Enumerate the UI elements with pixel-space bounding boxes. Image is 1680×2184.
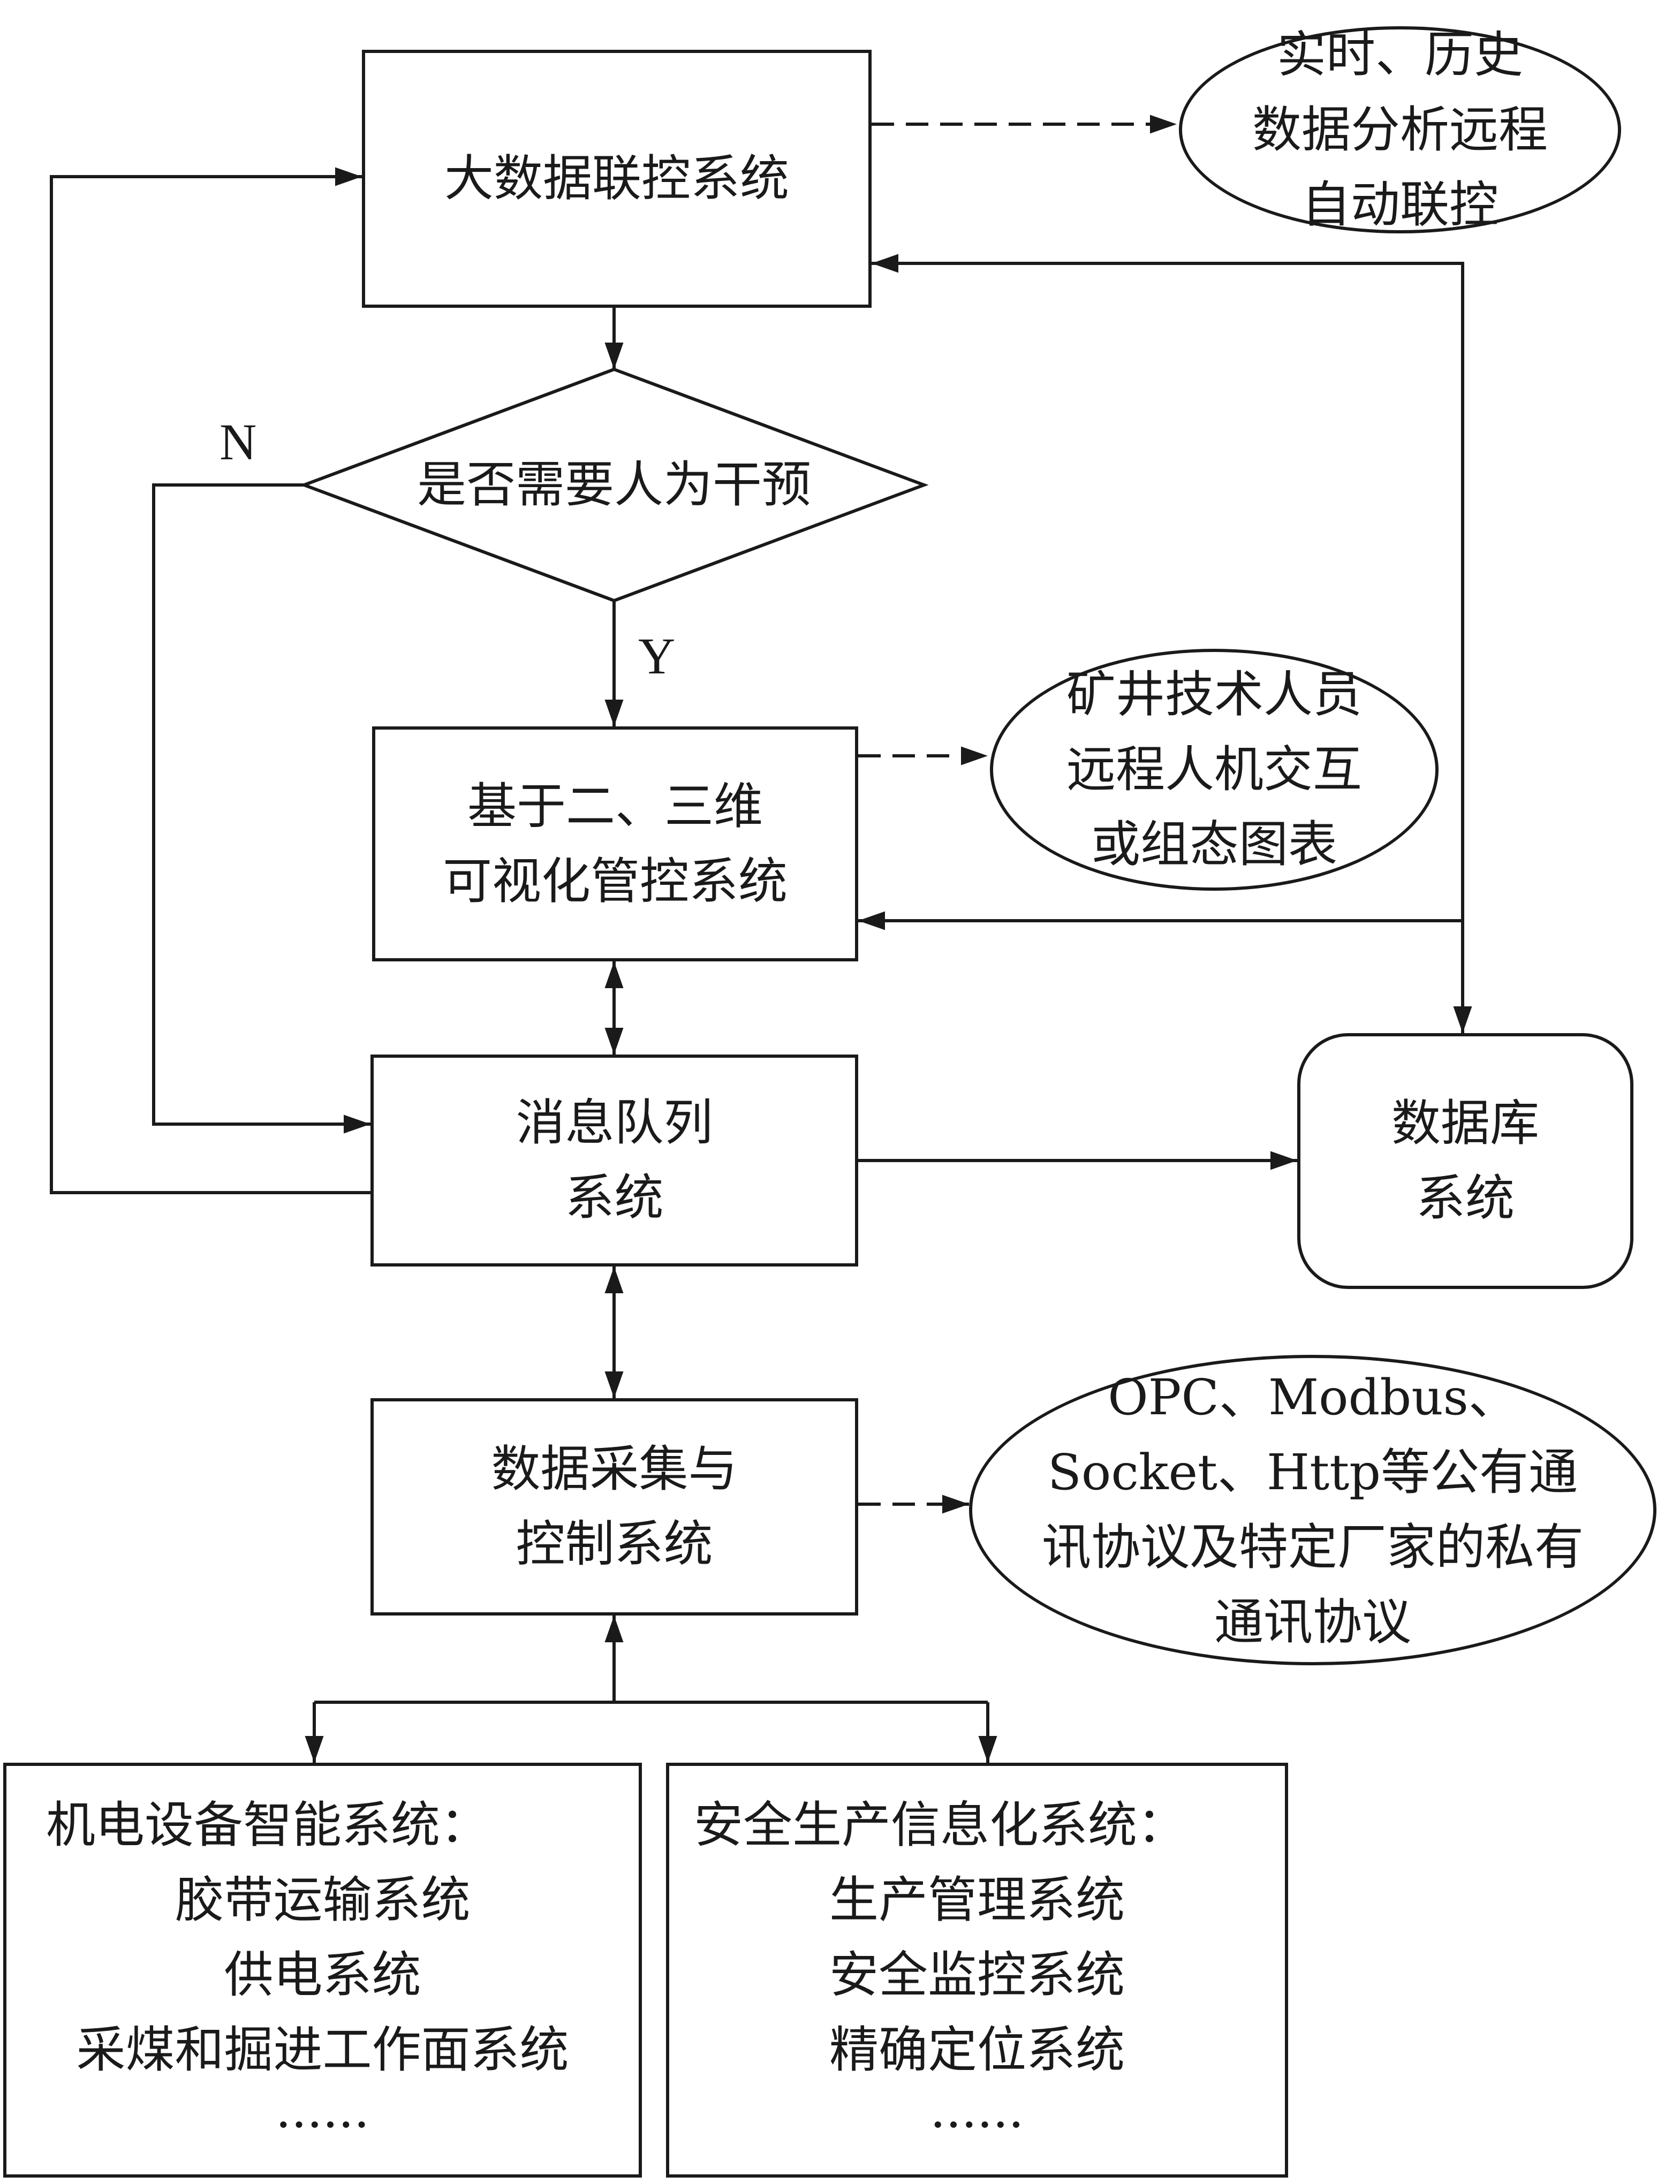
acq-line-1: 数据采集与 [491, 1440, 738, 1498]
safety-item-3: 精确定位系统 [829, 2021, 1125, 2079]
big-data-line-1: 大数据联控系统 [444, 150, 789, 207]
mech-electrical-system-box [3, 1763, 642, 2178]
tech-line-1: 矿井技术人员 [1066, 666, 1362, 723]
label-yes: Y [638, 627, 676, 685]
visual-line-1: 基于二、三维 [467, 777, 763, 835]
decision-text: 是否需要人为干预 [304, 448, 924, 522]
protocols-line-3: 讯协议及特定厂家的私有 [1041, 1519, 1584, 1576]
database-system-text: 数据库 系统 [1297, 1033, 1633, 1289]
protocols-line-2: Socket、Http等公有通 [1047, 1444, 1578, 1501]
protocols-text: OPC、Modbus、 Socket、Http等公有通 讯协议及特定厂家的私有 … [969, 1355, 1656, 1665]
arrow-database-feedback-to-bigdata [872, 254, 1464, 1033]
mech-item-1: 胶带运输系统 [175, 1871, 471, 1929]
arrow-decision-no [152, 483, 370, 1134]
mech-electrical-system-text: 机电设备智能系统： [3, 1788, 642, 1863]
decision-line-1: 是否需要人为干预 [417, 456, 811, 513]
message-queue-system-box [370, 1055, 858, 1267]
mech-title: 机电设备智能系统： [46, 1796, 490, 1854]
analysis-line-2: 数据分析远程 [1252, 101, 1548, 158]
tech-line-3: 或组态图表 [1091, 816, 1337, 873]
database-system-box [1297, 1033, 1633, 1289]
protocols-line-1: OPC、Modbus、 [1108, 1369, 1518, 1426]
safety-info-system-box [666, 1763, 1288, 2178]
analysis-ellipse [1179, 26, 1621, 233]
safety-title: 安全生产信息化系统： [694, 1796, 1187, 1854]
message-queue-system-text: 消息队列 系统 [370, 1055, 858, 1267]
safety-item-1: 生产管理系统 [829, 1871, 1125, 1929]
safety-item-2: 安全监控系统 [829, 1946, 1125, 2004]
big-data-control-system-text: 大数据联控系统 [362, 50, 872, 308]
tech-staff-text: 矿井技术人员 远程人机交互 或组态图表 [990, 649, 1439, 891]
visualization-system-text: 基于二、三维 可视化管控系统 [372, 726, 858, 961]
tech-staff-ellipse [990, 649, 1439, 891]
mq-line-2: 系统 [565, 1169, 664, 1226]
analysis-line-3: 自动联控 [1301, 176, 1499, 233]
visualization-system-box [372, 726, 858, 961]
mq-line-1: 消息队列 [516, 1094, 713, 1151]
safety-info-items: 生产管理系统 安全监控系统 精确定位系统 ······ [666, 1863, 1288, 2163]
tech-line-2: 远程人机交互 [1066, 741, 1362, 798]
safety-item-4: ······ [930, 2096, 1024, 2153]
mech-item-4: ······ [275, 2096, 370, 2153]
data-acquisition-control-text: 数据采集与 控制系统 [370, 1398, 858, 1616]
protocols-line-4: 通讯协议 [1214, 1594, 1411, 1651]
protocols-ellipse [969, 1355, 1656, 1665]
mech-item-3: 采煤和掘进工作面系统 [76, 2021, 569, 2079]
safety-info-system-text: 安全生产信息化系统： [666, 1788, 1288, 1863]
mech-electrical-items: 胶带运输系统 供电系统 采煤和掘进工作面系统 ······ [3, 1863, 642, 2163]
data-acquisition-control-box [370, 1398, 858, 1616]
db-line-2: 系统 [1416, 1170, 1515, 1227]
visual-line-2: 可视化管控系统 [442, 852, 788, 910]
analysis-text: 实时、历史 数据分析远程 自动联控 [1179, 26, 1621, 233]
arrow-mq-to-bigdata [50, 167, 370, 1194]
acq-line-2: 控制系统 [516, 1515, 713, 1573]
big-data-control-system-box [362, 50, 872, 308]
mech-item-2: 供电系统 [224, 1946, 421, 2004]
label-no: N [220, 413, 257, 471]
analysis-line-1: 实时、历史 [1276, 26, 1523, 84]
db-line-1: 数据库 [1391, 1095, 1539, 1152]
